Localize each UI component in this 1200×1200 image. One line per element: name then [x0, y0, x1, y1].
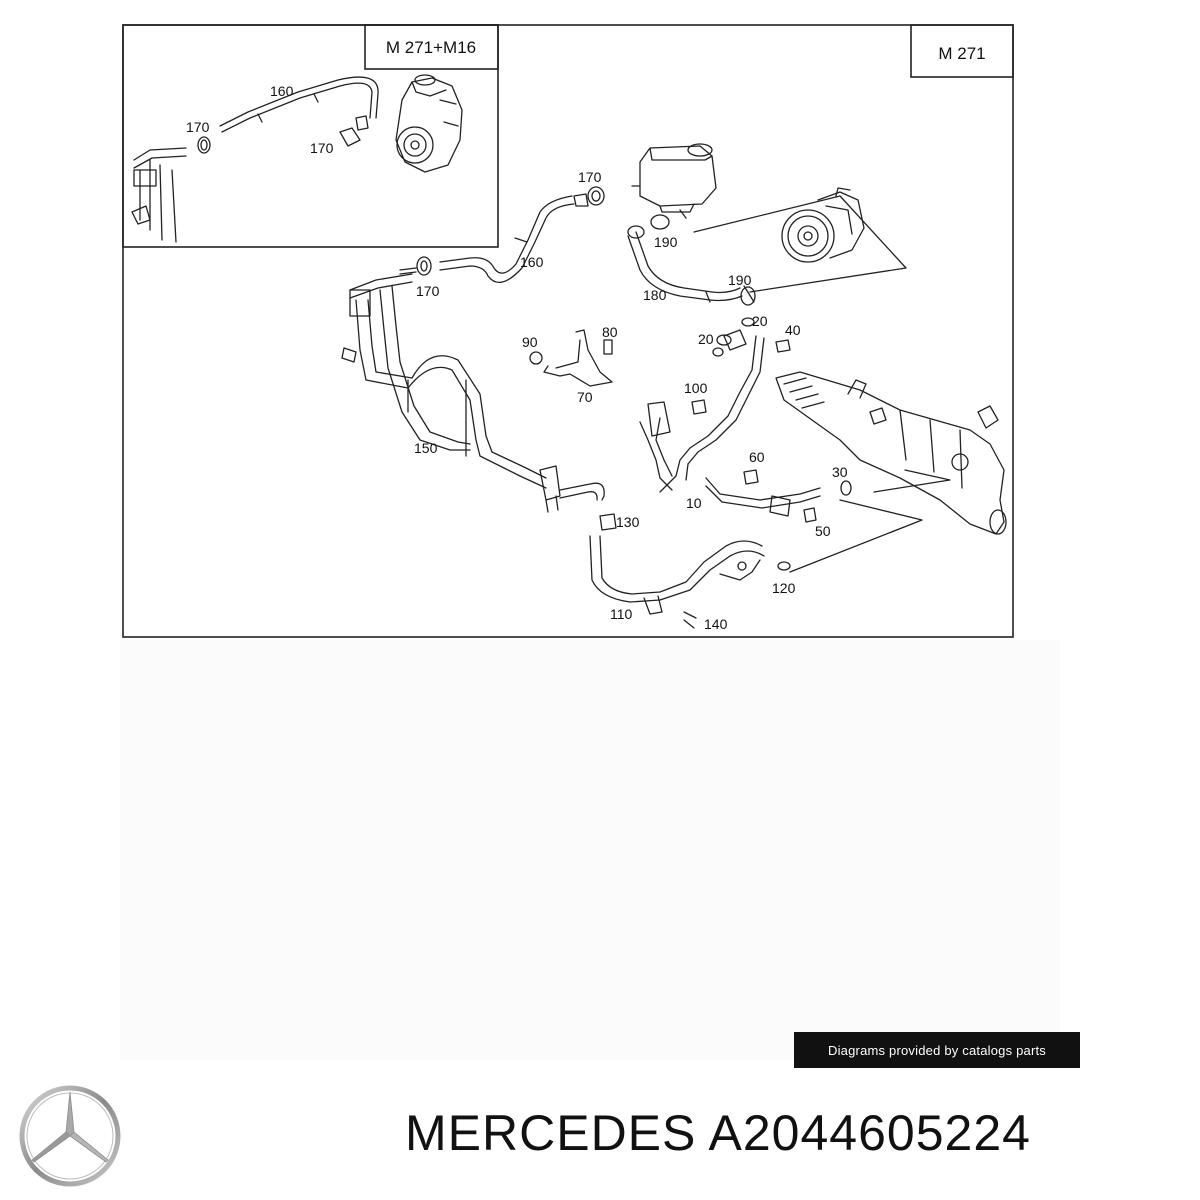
callout-20-left: 20 [698, 331, 714, 347]
clamps-190 [650, 214, 756, 306]
diagram-frame [122, 24, 1014, 638]
reservoir [631, 143, 717, 219]
callout-80: 80 [602, 324, 618, 340]
callout-40: 40 [785, 322, 801, 338]
inset-clamps [197, 115, 369, 154]
callout-110: 110 [610, 606, 633, 622]
callout-70: 70 [577, 389, 593, 405]
callout-50: 50 [815, 523, 831, 539]
callout-inset-170b: 170 [310, 140, 334, 156]
callout-170-top: 170 [578, 169, 602, 185]
main-label: M 271 [938, 44, 985, 63]
bracket-70 [529, 329, 613, 387]
part-number: A2044605224 [708, 1105, 1031, 1161]
small-parts [691, 317, 852, 571]
callout-60: 60 [749, 449, 765, 465]
callout-180: 180 [643, 287, 667, 303]
leader-lines [693, 195, 951, 573]
callout-inset-170a: 170 [186, 119, 210, 135]
callout-10: 10 [686, 495, 702, 511]
callout-90: 90 [522, 334, 538, 350]
callout-170-left: 170 [416, 283, 440, 299]
inset-label-box [364, 24, 499, 70]
callout-100: 100 [684, 380, 708, 396]
callout-130: 130 [616, 514, 640, 530]
inset-hose-160 [219, 76, 379, 133]
clamps-170 [399, 186, 605, 276]
mercedes-star-logo [19, 1085, 121, 1187]
callout-190-bottom: 190 [728, 272, 752, 288]
callout-190-top: 190 [654, 234, 678, 250]
callout-20-right: 20 [752, 313, 768, 329]
hose-180 [627, 225, 755, 303]
diagram-background [120, 640, 1060, 1060]
steering-rack [775, 371, 1007, 535]
power-steering-diagram: M 271+M16 M 271 160 170 170 170 160 170 … [122, 24, 1014, 638]
inset-label: M 271+M16 [386, 38, 476, 57]
inset-reservoir-pump [395, 74, 463, 173]
callout-120: 120 [772, 580, 796, 596]
pressure-line-10 [639, 329, 821, 517]
inset-frame [122, 24, 499, 248]
callout-30: 30 [832, 464, 848, 480]
part-title: MERCEDES A2044605224 [405, 1108, 1031, 1158]
callout-140: 140 [704, 616, 728, 632]
catalog-attribution-badge: Diagrams provided by catalogs parts [794, 1032, 1080, 1068]
inset-pipe-assembly [131, 147, 187, 243]
callout-160: 160 [520, 254, 544, 270]
main-label-box [910, 24, 1014, 78]
return-line-150 [341, 273, 605, 513]
callout-150: 150 [414, 440, 438, 456]
brand-name: MERCEDES [405, 1105, 697, 1161]
supply-line-110 [589, 513, 765, 629]
pump [781, 187, 865, 263]
callout-inset-160: 160 [270, 83, 294, 99]
hose-160 [439, 193, 589, 284]
